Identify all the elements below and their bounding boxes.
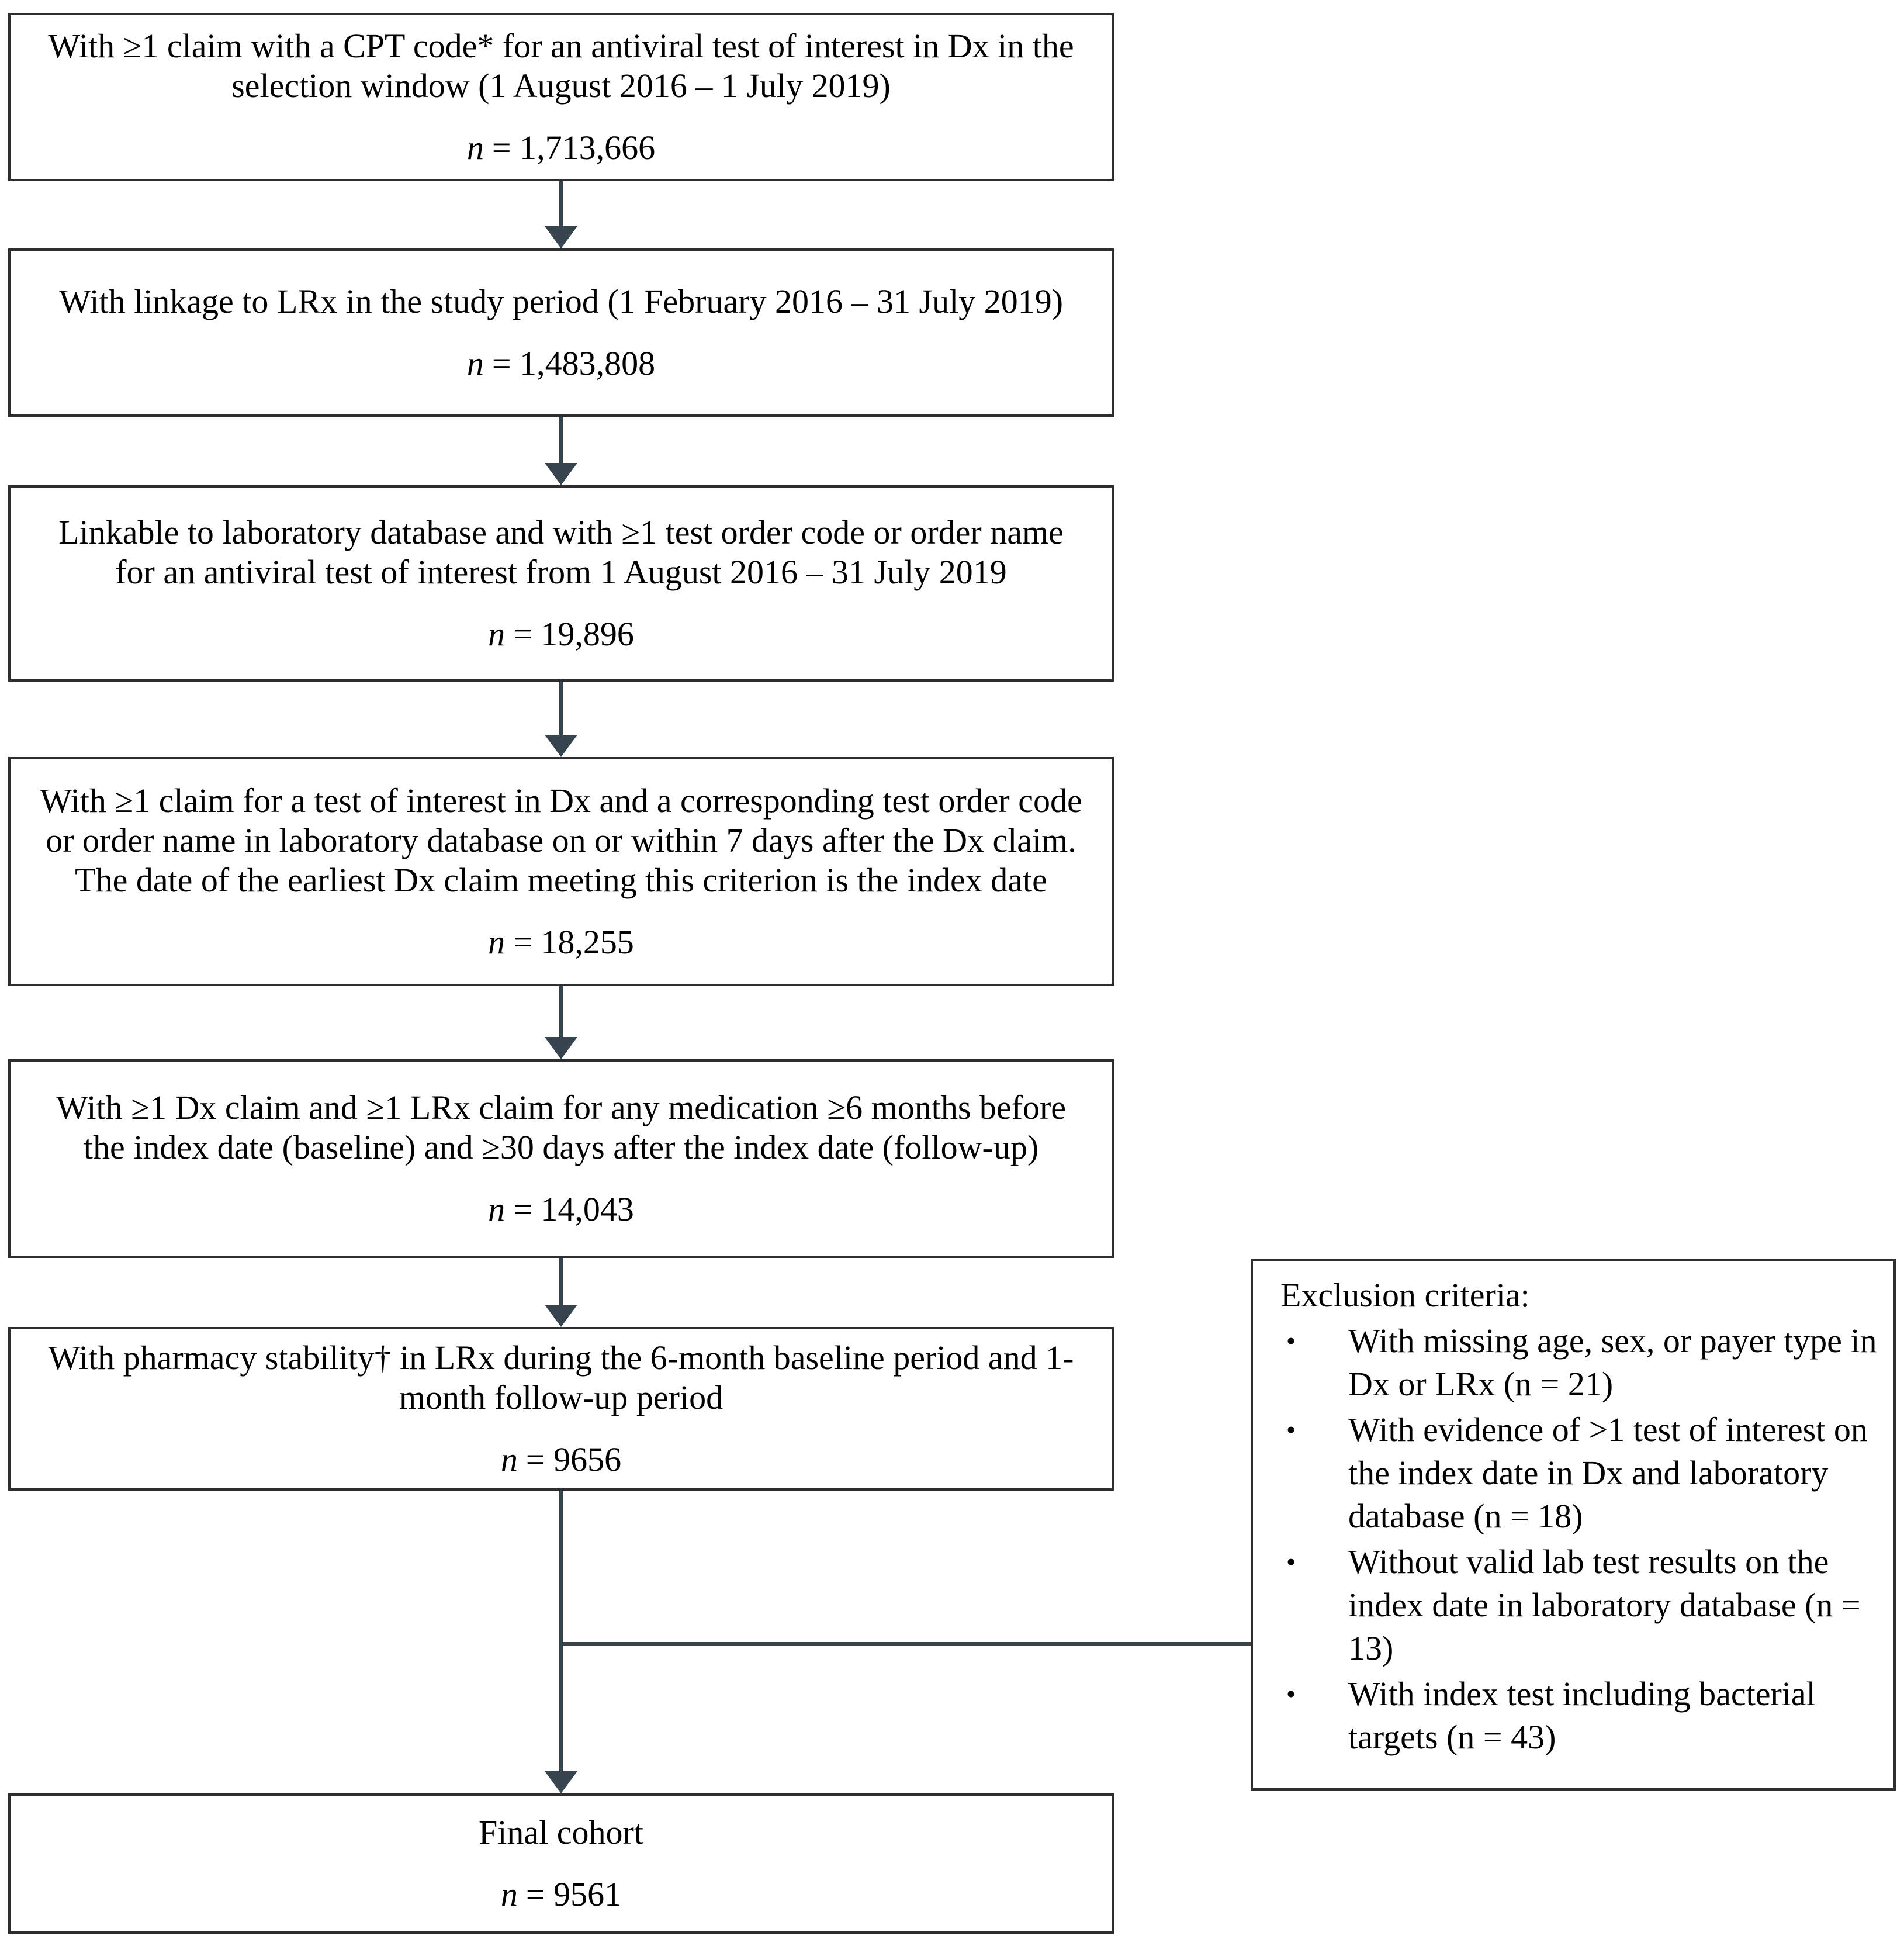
flow-box-4-text: With ≥1 claim for a test of interest in … <box>40 782 1082 899</box>
exclusion-branch-line <box>561 1642 1251 1646</box>
exclusion-item: • With index test including bacterial tar… <box>1280 1672 1877 1759</box>
arrow-line-1 <box>559 181 563 226</box>
bullet-icon: • <box>1286 1679 1296 1709</box>
n-value: = 9656 <box>525 1440 622 1478</box>
flow-box-1-text: With ≥1 claim with a CPT code* for an an… <box>48 27 1074 105</box>
n-value: = 1,483,808 <box>491 344 656 382</box>
arrow-line-4 <box>559 986 563 1037</box>
n-value: = 14,043 <box>513 1190 634 1228</box>
flow-box-baseline-followup: With ≥1 Dx claim and ≥1 LRx claim for an… <box>8 1059 1114 1258</box>
flow-box-index-date: With ≥1 claim for a test of interest in … <box>8 757 1114 986</box>
n-value: = 9561 <box>525 1875 622 1913</box>
bullet-icon: • <box>1286 1547 1296 1577</box>
exclusion-title: Exclusion criteria: <box>1280 1276 1530 1314</box>
arrow-down-icon <box>545 1305 577 1327</box>
flow-box-6-count: n= 9656 <box>501 1440 621 1480</box>
arrow-line-2 <box>559 417 563 463</box>
flow-box-3-count: n= 19,896 <box>488 614 634 654</box>
flow-box-1-count: n= 1,713,666 <box>467 128 655 168</box>
arrow-line-6 <box>559 1491 563 1771</box>
n-value: = 18,255 <box>513 923 634 961</box>
n-symbol: n <box>488 1190 506 1228</box>
flow-box-7-count: n= 9561 <box>501 1875 621 1914</box>
flow-box-lrx-linkage: With linkage to LRx in the study period … <box>8 248 1114 417</box>
bullet-icon: • <box>1286 1326 1296 1356</box>
flow-box-lab-database: Linkable to laboratory database and with… <box>8 485 1114 682</box>
flow-box-5-count: n= 14,043 <box>488 1190 634 1229</box>
n-symbol: n <box>466 344 484 382</box>
exclusion-item-text: With evidence of >1 test of interest on … <box>1348 1411 1868 1535</box>
arrow-down-icon <box>545 463 577 485</box>
n-value: = 1,713,666 <box>491 129 656 167</box>
arrow-line-5 <box>559 1258 563 1305</box>
arrow-down-icon <box>545 1037 577 1059</box>
flow-box-4-count: n= 18,255 <box>488 922 634 962</box>
n-value: = 19,896 <box>513 615 634 653</box>
exclusion-item-text: Without valid lab test results on the in… <box>1348 1543 1861 1667</box>
flow-box-final-cohort: Final cohort n= 9561 <box>8 1793 1114 1934</box>
flow-box-pharmacy-stability: With pharmacy stability† in LRx during t… <box>8 1327 1114 1491</box>
flow-box-6-text: With pharmacy stability† in LRx during t… <box>48 1339 1074 1416</box>
exclusion-item: • With evidence of >1 test of interest on… <box>1280 1408 1877 1538</box>
arrow-down-icon <box>545 735 577 757</box>
n-symbol: n <box>500 1440 518 1478</box>
flow-box-7-text: Final cohort <box>479 1813 643 1851</box>
exclusion-item: • With missing age, sex, or payer type in… <box>1280 1319 1877 1406</box>
arrow-down-icon <box>545 226 577 248</box>
flow-box-selection-window: With ≥1 claim with a CPT code* for an an… <box>8 13 1114 181</box>
exclusion-criteria-box: Exclusion criteria: • With missing age, s… <box>1251 1259 1896 1791</box>
arrow-line-3 <box>559 682 563 735</box>
n-symbol: n <box>488 615 506 653</box>
exclusion-item-text: With missing age, sex, or payer type in … <box>1348 1322 1877 1403</box>
flow-box-2-count: n= 1,483,808 <box>467 344 655 383</box>
flow-box-5-text: With ≥1 Dx claim and ≥1 LRx claim for an… <box>56 1088 1067 1166</box>
exclusion-item: • Without valid lab test results on the i… <box>1280 1540 1877 1670</box>
flow-box-2-text: With linkage to LRx in the study period … <box>58 282 1064 320</box>
arrow-down-icon <box>545 1771 577 1793</box>
bullet-icon: • <box>1286 1415 1296 1444</box>
n-symbol: n <box>500 1875 518 1913</box>
exclusion-item-text: With index test including bacterial targ… <box>1348 1675 1816 1756</box>
flow-box-3-text: Linkable to laboratory database and with… <box>58 513 1064 591</box>
n-symbol: n <box>466 129 484 167</box>
n-symbol: n <box>488 923 506 961</box>
